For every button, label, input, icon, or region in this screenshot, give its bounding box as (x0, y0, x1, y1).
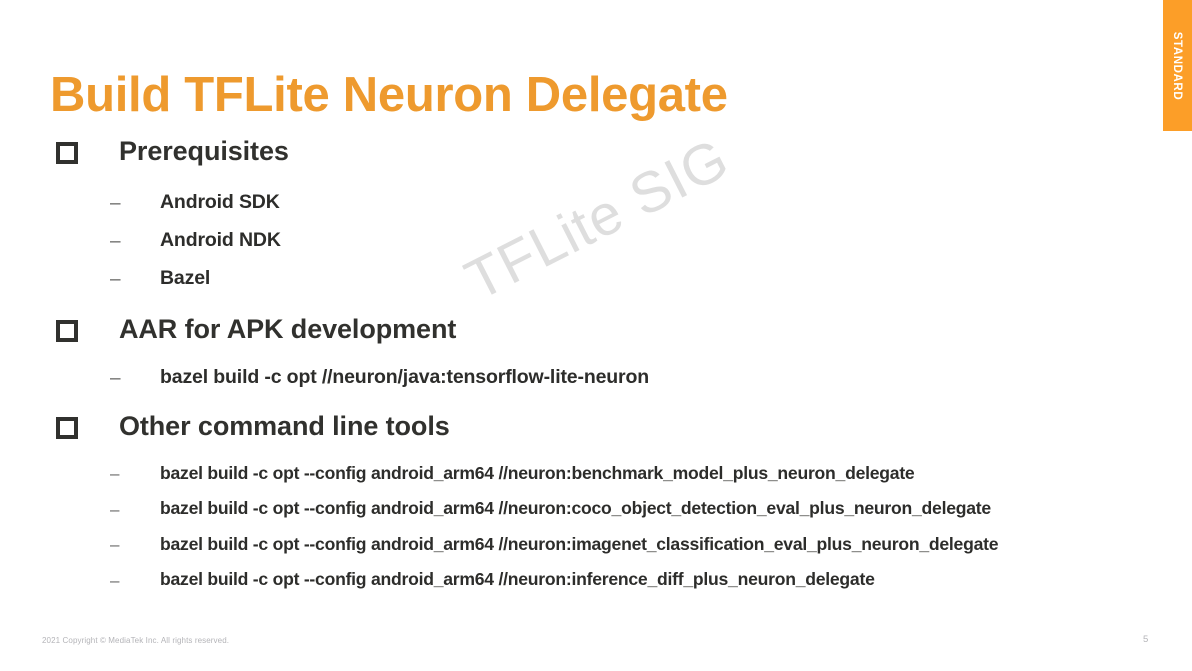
dash-bullet-icon: – (110, 230, 121, 252)
slide-title: Build TFLite Neuron Delegate (50, 67, 728, 122)
list-item: – bazel build -c opt --config android_ar… (0, 492, 1192, 528)
dash-bullet-icon: – (110, 192, 121, 214)
ribbon-label: STANDARD (1171, 31, 1184, 100)
list-item: – bazel build -c opt //neuron/java:tenso… (0, 359, 1192, 397)
section-aar-for-apk-development: AAR for APK development – bazel build -c… (0, 306, 1192, 397)
dash-bullet-icon: – (110, 570, 120, 590)
list-item-label: Android NDK (160, 229, 281, 252)
section-heading-label: Other command line tools (119, 411, 450, 441)
list-item-label: bazel build -c opt //neuron/java:tensorf… (160, 366, 650, 389)
slide-content: Prerequisites – Android SDK – Android ND… (0, 128, 1192, 598)
spacer (0, 175, 1192, 184)
list-item-label: bazel build -c opt --config android_arm6… (160, 462, 915, 483)
dash-bullet-icon: – (110, 535, 120, 555)
list-item-label: Bazel (160, 267, 211, 290)
square-bullet-icon (56, 416, 78, 439)
spacer (0, 298, 1192, 306)
slide-page-number: 5 (1143, 634, 1149, 645)
standard-ribbon-tab: STANDARD (1163, 0, 1192, 131)
section-heading-row: Prerequisites (0, 128, 1192, 175)
section-heading-row: Other command line tools (0, 403, 1192, 450)
list-item: – bazel build -c opt --config android_ar… (0, 456, 1192, 492)
section-prerequisites: Prerequisites – Android SDK – Android ND… (0, 128, 1192, 298)
section-other-command-line-tools: Other command line tools – bazel build -… (0, 403, 1192, 598)
section-heading-label: Prerequisites (119, 136, 289, 166)
dash-bullet-icon: – (110, 464, 120, 484)
list-item-label: bazel build -c opt --config android_arm6… (160, 569, 875, 590)
dash-bullet-icon: – (110, 499, 120, 519)
list-item-label: bazel build -c opt --config android_arm6… (160, 533, 999, 554)
list-item-label: Android SDK (160, 191, 280, 214)
footer-copyright: 2021 Copyright © MediaTek Inc. All right… (42, 636, 230, 645)
dash-bullet-icon: – (110, 268, 121, 290)
section-heading-row: AAR for APK development (0, 306, 1192, 353)
list-item-label: bazel build -c opt --config android_arm6… (160, 498, 991, 519)
list-item: – Android NDK (0, 222, 1192, 260)
list-item: – bazel build -c opt --config android_ar… (0, 563, 1192, 599)
square-bullet-icon (56, 141, 78, 164)
list-item: – Android SDK (0, 184, 1192, 222)
section-heading-label: AAR for APK development (119, 314, 457, 344)
list-item: – bazel build -c opt --config android_ar… (0, 527, 1192, 563)
list-item: – Bazel (0, 260, 1192, 298)
dash-bullet-icon: – (110, 367, 121, 389)
square-bullet-icon (56, 319, 78, 342)
